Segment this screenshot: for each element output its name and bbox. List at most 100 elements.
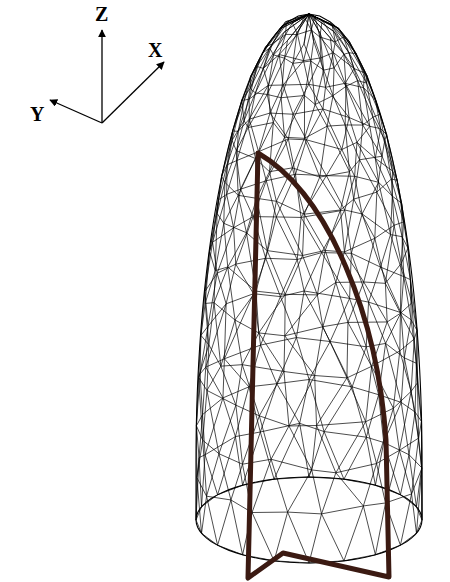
mesh-edge <box>323 87 326 109</box>
mesh-edge <box>259 372 284 416</box>
mesh-edge <box>199 377 207 390</box>
mesh-edge <box>364 282 387 322</box>
mesh-edge <box>295 174 301 217</box>
mesh-edge <box>226 294 253 304</box>
mesh-edge <box>320 172 350 177</box>
mesh-edge <box>382 156 391 179</box>
mesh-edge <box>206 304 226 367</box>
mesh-edge <box>248 128 255 159</box>
mesh-edge <box>400 313 414 339</box>
axis-label: Z <box>95 4 108 24</box>
mesh-edge <box>404 320 411 358</box>
mesh-edge <box>285 137 293 168</box>
mesh-edge <box>332 25 343 37</box>
mesh-edge <box>273 98 281 123</box>
mesh-edge <box>206 367 223 398</box>
mesh-edge <box>289 376 315 426</box>
mesh-edge <box>401 313 411 320</box>
mesh-edge <box>326 150 341 176</box>
mesh-edge <box>217 213 224 223</box>
mesh-edge <box>221 365 242 366</box>
mesh-edge <box>285 96 305 138</box>
mesh-edge <box>284 294 285 335</box>
mesh-edge <box>373 117 382 156</box>
mesh-edge <box>317 426 336 473</box>
mesh-edge <box>288 512 322 514</box>
mesh-edge <box>285 336 315 376</box>
mesh-edge <box>215 223 224 270</box>
mesh-edge <box>289 425 317 426</box>
mesh-edge <box>296 338 330 342</box>
mesh-edge <box>297 217 301 259</box>
mesh-edge <box>411 280 412 303</box>
mesh-edge <box>197 478 207 497</box>
mesh-edge <box>401 402 415 412</box>
mesh-edge <box>370 126 381 128</box>
mesh-edge <box>236 405 259 416</box>
mesh-edge <box>259 333 285 336</box>
mesh-edge <box>411 320 416 364</box>
axis-triad <box>50 30 164 123</box>
mesh-edge <box>351 214 362 253</box>
mesh-edge <box>385 283 400 313</box>
mesh-edge <box>248 94 267 127</box>
mesh-edge <box>340 210 344 252</box>
mesh-edge <box>386 343 402 402</box>
mesh-edge <box>375 129 380 159</box>
mesh-edge <box>259 139 289 152</box>
mesh-edge <box>274 41 288 55</box>
mesh-edge <box>242 100 244 121</box>
mesh-edge <box>304 44 311 61</box>
mesh-edge <box>257 198 277 201</box>
mesh-edge <box>273 123 284 138</box>
section-outline <box>248 153 389 578</box>
mesh-edge <box>201 335 209 344</box>
mesh-edge <box>252 459 271 512</box>
mesh-edge <box>267 94 273 122</box>
mesh-edge <box>417 383 418 438</box>
mesh-edge <box>224 195 238 223</box>
mesh-edge <box>317 282 335 294</box>
mesh-edge <box>323 322 348 326</box>
mesh-edge <box>293 44 304 64</box>
mesh-edge <box>409 455 422 468</box>
mesh-edge <box>207 345 209 391</box>
mesh-edge <box>344 199 353 252</box>
axis-label: Y <box>30 104 44 124</box>
mesh-edge <box>255 93 267 95</box>
mesh-edge <box>317 295 322 327</box>
mesh-edge <box>404 358 415 412</box>
mesh-edge <box>327 96 333 127</box>
mesh-edge <box>340 172 349 210</box>
mesh-edge <box>333 68 335 96</box>
mesh-edge <box>324 70 333 95</box>
mesh-edge <box>322 506 364 514</box>
mesh-edge <box>249 119 258 151</box>
mesh-edge <box>385 283 387 322</box>
mesh-edge <box>285 295 318 336</box>
mesh-edge <box>373 114 380 117</box>
mesh-edge <box>366 366 372 421</box>
mesh-edge <box>249 68 263 99</box>
mesh-edge <box>399 313 401 351</box>
mesh-edge <box>234 228 236 264</box>
mesh-edge <box>304 138 319 177</box>
mesh-edge <box>394 225 401 263</box>
x-axis <box>102 62 164 123</box>
mesh-edge <box>236 151 255 159</box>
mesh-edge <box>292 168 319 177</box>
mesh-edge <box>267 251 302 256</box>
mesh-edge <box>344 53 349 55</box>
mesh-edge <box>304 104 315 138</box>
mesh-edge <box>207 496 218 545</box>
mesh-edge <box>335 37 343 42</box>
mesh-edge <box>236 405 243 464</box>
mesh-edge <box>210 200 219 251</box>
z-axis <box>101 30 102 123</box>
mesh-edge <box>400 303 411 313</box>
mesh-edge <box>400 339 414 351</box>
mesh-edge <box>320 177 341 210</box>
mesh-edge <box>304 58 322 61</box>
mesh-edge <box>367 83 380 114</box>
mesh-edge <box>320 126 327 177</box>
